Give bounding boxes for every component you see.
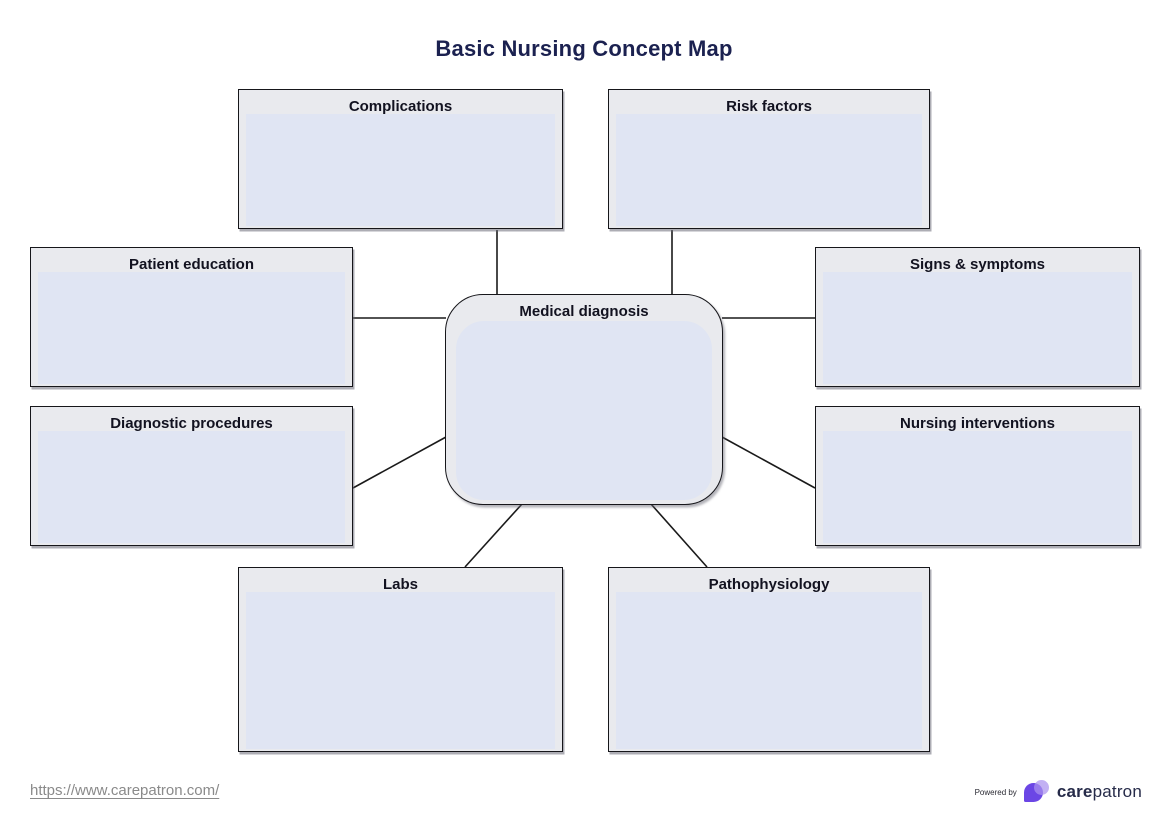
node-labs-body [246, 592, 555, 749]
node-complications-body [246, 114, 555, 226]
carepatron-url-link[interactable]: https://www.carepatron.com/ [30, 782, 220, 799]
node-signs-symptoms-body [823, 272, 1132, 384]
node-nursing-interventions-body [823, 431, 1132, 543]
node-nursing-interventions: Nursing interventions [815, 406, 1140, 546]
node-medical-diagnosis-label: Medical diagnosis [519, 303, 649, 320]
wordmark-patron: patron [1092, 782, 1142, 801]
powered-by-badge: Powered by carepatron [975, 779, 1142, 805]
node-risk-factors-body [616, 114, 922, 226]
node-labs-label: Labs [382, 576, 418, 593]
connector-labs [464, 503, 523, 568]
node-complications-label: Complications [348, 98, 453, 115]
carepatron-logo-icon [1023, 779, 1050, 805]
node-diagnostic-procedures-label: Diagnostic procedures [110, 415, 273, 432]
powered-by-text: Powered by [974, 787, 1017, 797]
carepatron-wordmark: carepatron [1057, 782, 1142, 802]
node-complications: Complications [238, 89, 563, 229]
node-pathophysiology: Pathophysiology [608, 567, 930, 752]
node-signs-symptoms-label: Signs & symptoms [909, 256, 1046, 273]
node-pathophysiology-label: Pathophysiology [708, 576, 830, 593]
node-pathophysiology-body [616, 592, 922, 749]
node-diagnostic-procedures: Diagnostic procedures [30, 406, 353, 546]
node-diagnostic-procedures-body [38, 431, 345, 543]
node-signs-symptoms: Signs & symptoms [815, 247, 1140, 387]
connector-pathophysiology [650, 503, 708, 568]
node-risk-factors-label: Risk factors [726, 98, 812, 115]
logo-circle-shape [1033, 780, 1049, 795]
node-patient-education: Patient education [30, 247, 353, 387]
node-medical-diagnosis: Medical diagnosis [445, 294, 723, 505]
node-patient-education-body [38, 272, 345, 384]
node-labs: Labs [238, 567, 563, 752]
connector-diagnostic-procedures [352, 436, 447, 489]
node-risk-factors: Risk factors [608, 89, 930, 229]
node-patient-education-label: Patient education [128, 256, 255, 273]
node-medical-diagnosis-body [456, 321, 712, 500]
connector-nursing-interventions [721, 436, 816, 489]
page-title: Basic Nursing Concept Map [435, 36, 733, 61]
node-nursing-interventions-label: Nursing interventions [899, 415, 1056, 432]
wordmark-care: care [1056, 782, 1093, 801]
